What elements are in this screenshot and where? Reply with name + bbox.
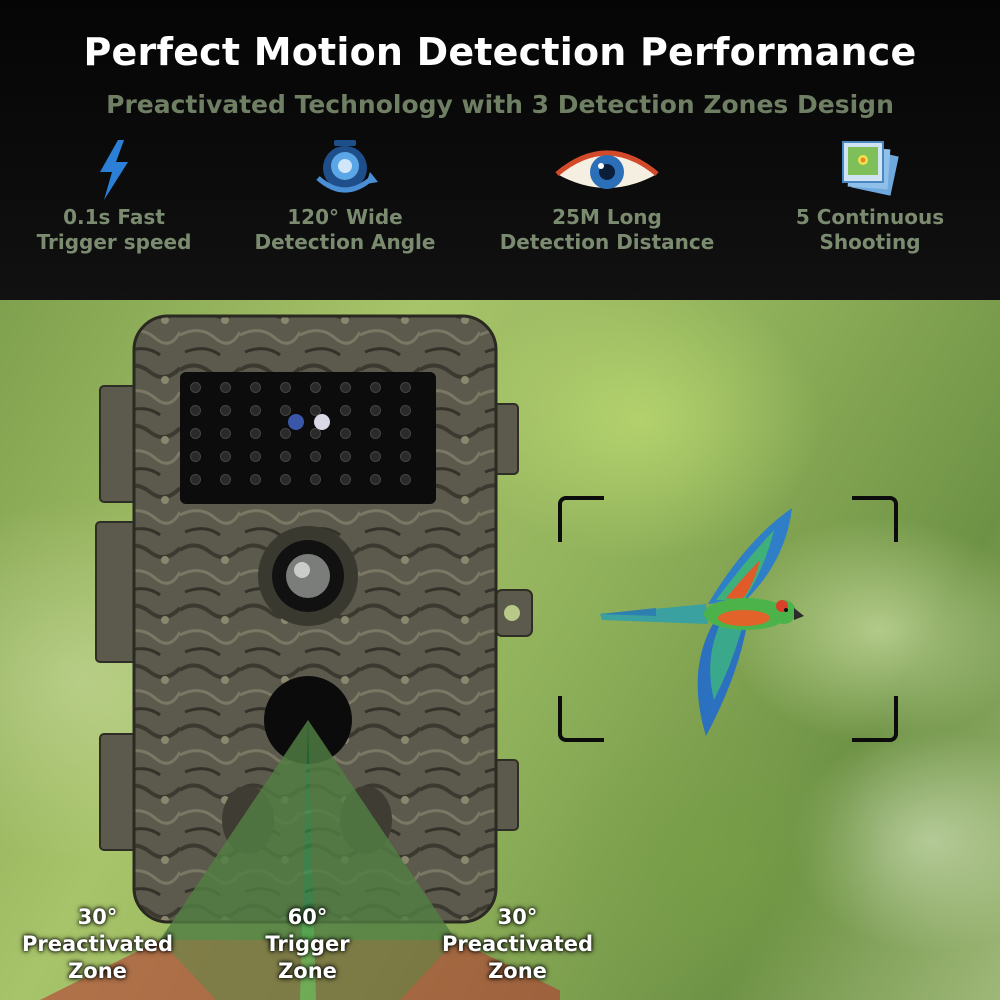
feature-detection-angle: 120° Wide Detection Angle bbox=[225, 135, 465, 255]
feature-label-line1: 0.1s Fast bbox=[63, 205, 165, 229]
infrared-led bbox=[370, 451, 381, 462]
infrared-led bbox=[250, 382, 261, 393]
zone-label-trigger: 60° Trigger Zone bbox=[240, 904, 375, 985]
infrared-led bbox=[190, 382, 201, 393]
infrared-led bbox=[340, 428, 351, 439]
infrared-led bbox=[220, 405, 231, 416]
infrared-led bbox=[400, 474, 411, 485]
feature-trigger-speed: 0.1s Fast Trigger speed bbox=[0, 135, 234, 255]
focus-bracket-bottom-left bbox=[558, 696, 604, 742]
infrared-led bbox=[190, 428, 201, 439]
lightning-bolt-icon bbox=[100, 140, 128, 200]
zone-degree: 30° bbox=[77, 905, 118, 929]
infrared-led bbox=[310, 428, 321, 439]
indicator-light bbox=[314, 414, 330, 430]
infrared-led bbox=[340, 382, 351, 393]
zone-label-right-preactivated: 30° Preactivated Zone bbox=[440, 904, 595, 985]
infrared-led bbox=[370, 474, 381, 485]
infrared-led bbox=[400, 405, 411, 416]
trail-camera-illustration bbox=[40, 314, 560, 1000]
infrared-led-grid bbox=[190, 382, 426, 494]
page-title: Perfect Motion Detection Performance bbox=[83, 30, 917, 74]
header-banner: Perfect Motion Detection Performance Pre… bbox=[0, 0, 1000, 300]
infrared-led bbox=[310, 382, 321, 393]
zone-name-line2: Zone bbox=[68, 959, 127, 983]
infrared-led bbox=[280, 474, 291, 485]
infrared-led bbox=[280, 428, 291, 439]
zone-name-line1: Preactivated bbox=[441, 932, 594, 956]
zone-name-line2: Zone bbox=[488, 959, 547, 983]
product-scene: 30° Preactivated Zone 60° Trigger Zone 3… bbox=[0, 300, 1000, 1000]
zone-label-left-preactivated: 30° Preactivated Zone bbox=[20, 904, 175, 985]
wide-angle-lens-icon bbox=[316, 140, 378, 193]
infrared-led bbox=[190, 451, 201, 462]
feature-detection-distance: 25M Long Detection Distance bbox=[487, 135, 727, 255]
infrared-led bbox=[370, 405, 381, 416]
infrared-led bbox=[400, 428, 411, 439]
infrared-led bbox=[310, 474, 321, 485]
infrared-led bbox=[340, 474, 351, 485]
feature-label-line2: Trigger speed bbox=[36, 230, 192, 254]
feature-continuous-shooting: 5 Continuous Shooting bbox=[750, 135, 990, 255]
infrared-led bbox=[280, 451, 291, 462]
focus-bracket-bottom-right bbox=[852, 696, 898, 742]
zone-name-line1: Preactivated bbox=[21, 932, 174, 956]
infrared-led bbox=[340, 451, 351, 462]
zone-name-line1: Trigger bbox=[265, 932, 350, 956]
infrared-led bbox=[220, 474, 231, 485]
infrared-led bbox=[280, 382, 291, 393]
light-sensor bbox=[288, 414, 304, 430]
infrared-led bbox=[370, 428, 381, 439]
infrared-led bbox=[370, 382, 381, 393]
infrared-led bbox=[220, 382, 231, 393]
focus-bracket-top-left bbox=[558, 496, 604, 542]
photo-stack-icon bbox=[842, 141, 899, 196]
infrared-led bbox=[250, 405, 261, 416]
eye-icon bbox=[555, 150, 659, 189]
infrared-led bbox=[250, 474, 261, 485]
focus-bracket-top-right bbox=[852, 496, 898, 542]
zone-degree: 30° bbox=[497, 905, 538, 929]
infrared-led bbox=[250, 451, 261, 462]
feature-label-line2: Shooting bbox=[819, 230, 921, 254]
feature-label-line1: 5 Continuous bbox=[795, 205, 945, 229]
feature-label-line2: Detection Angle bbox=[254, 230, 436, 254]
flying-parrot-illustration bbox=[600, 508, 804, 736]
infrared-led bbox=[220, 451, 231, 462]
infrared-led bbox=[250, 428, 261, 439]
page-subtitle: Preactivated Technology with 3 Detection… bbox=[106, 90, 894, 119]
infrared-led bbox=[280, 405, 291, 416]
zone-name-line2: Zone bbox=[278, 959, 337, 983]
feature-label-line1: 120° Wide bbox=[287, 205, 403, 229]
feature-label-line1: 25M Long bbox=[552, 205, 662, 229]
infrared-led bbox=[190, 474, 201, 485]
infrared-led bbox=[220, 428, 231, 439]
infrared-led bbox=[340, 405, 351, 416]
infrared-led bbox=[310, 451, 321, 462]
infrared-led bbox=[400, 451, 411, 462]
feature-label-line2: Detection Distance bbox=[499, 230, 715, 254]
infrared-led bbox=[190, 405, 201, 416]
zone-degree: 60° bbox=[287, 905, 328, 929]
infrared-led bbox=[400, 382, 411, 393]
